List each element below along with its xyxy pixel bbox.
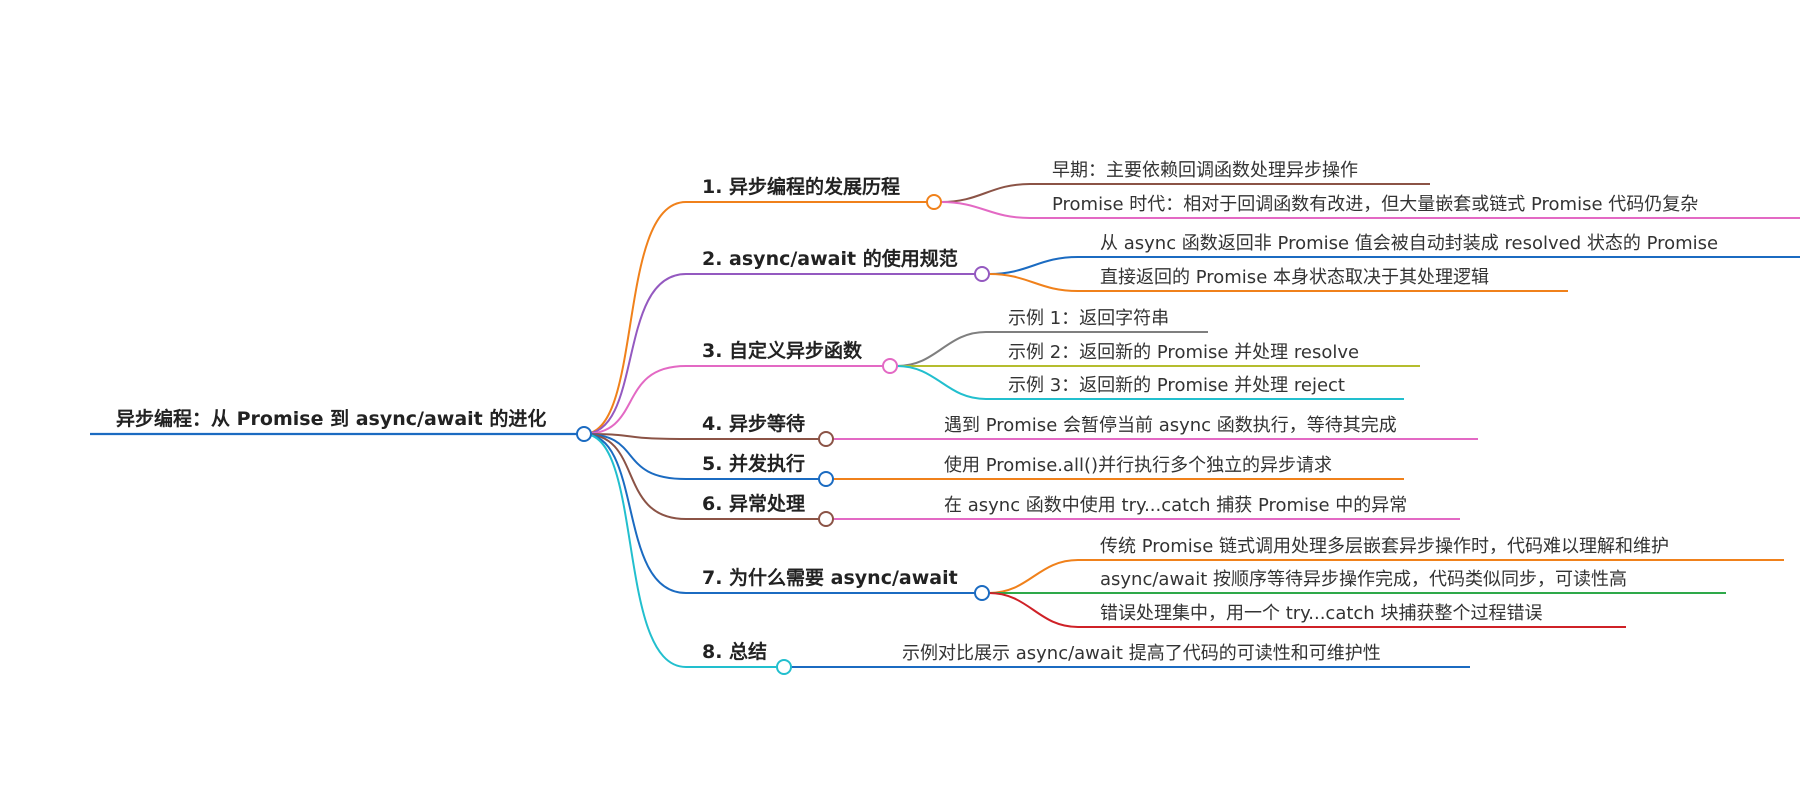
leaf-topic[interactable]: 示例 2：返回新的 Promise 并处理 resolve — [1008, 342, 1359, 363]
leaf-connector — [896, 331, 1208, 367]
leaf-connector — [988, 592, 1626, 628]
collapse-toggle-icon[interactable] — [776, 659, 792, 675]
branch-topic-1[interactable]: 1. 异步编程的发展历程 — [702, 175, 900, 198]
branch-connector — [583, 273, 687, 435]
topic-nodes: 异步编程：从 Promise 到 async/await 的进化 1. 异步编程的… — [116, 160, 1718, 675]
branch-connector — [583, 433, 687, 480]
leaf-topic[interactable]: Promise 时代：相对于回调函数有改进，但大量嵌套或链式 Promise 代… — [1052, 194, 1698, 215]
branch-connector — [583, 433, 687, 668]
collapse-toggle-icon[interactable] — [818, 471, 834, 487]
branch-connector — [583, 433, 687, 594]
branch-topic-7[interactable]: 7. 为什么需要 async/await — [702, 566, 958, 589]
root-collapse-toggle-icon[interactable] — [576, 426, 592, 442]
collapse-toggle-icon[interactable] — [818, 511, 834, 527]
leaf-topic[interactable]: 示例 3：返回新的 Promise 并处理 reject — [1008, 375, 1345, 396]
collapse-toggle-icon[interactable] — [882, 358, 898, 374]
leaf-connector — [896, 365, 1404, 400]
branch-topic-4[interactable]: 4. 异步等待 — [702, 412, 805, 435]
leaf-topic[interactable]: async/await 按顺序等待异步操作完成，代码类似同步，可读性高 — [1100, 569, 1627, 590]
leaf-topic[interactable]: 传统 Promise 链式调用处理多层嵌套异步操作时，代码难以理解和维护 — [1100, 536, 1669, 557]
leaf-connector — [988, 256, 1800, 275]
leaf-connector — [988, 559, 1784, 594]
leaf-topic[interactable]: 示例 1：返回字符串 — [1008, 308, 1169, 329]
collapse-toggle-icon[interactable] — [974, 266, 990, 282]
leaf-topic[interactable]: 示例对比展示 async/await 提高了代码的可读性和可维护性 — [902, 643, 1381, 664]
leaf-topic[interactable]: 遇到 Promise 会暂停当前 async 函数执行，等待其完成 — [944, 415, 1397, 436]
leaf-topic[interactable]: 早期：主要依赖回调函数处理异步操作 — [1052, 160, 1358, 181]
branch-connector — [583, 433, 687, 440]
leaf-topic[interactable]: 使用 Promise.all()并行执行多个独立的异步请求 — [944, 455, 1332, 476]
branch-topic-3[interactable]: 3. 自定义异步函数 — [702, 339, 863, 362]
leaf-connector — [940, 201, 1800, 219]
leaf-topic[interactable]: 从 async 函数返回非 Promise 值会被自动封装成 resolved … — [1100, 233, 1718, 254]
leaf-topic[interactable]: 直接返回的 Promise 本身状态取决于其处理逻辑 — [1100, 267, 1489, 288]
root-topic[interactable]: 异步编程：从 Promise 到 async/await 的进化 — [116, 407, 546, 430]
branch-topic-6[interactable]: 6. 异常处理 — [702, 492, 805, 515]
branch-connector — [583, 365, 687, 435]
branch-topic-2[interactable]: 2. async/await 的使用规范 — [702, 247, 958, 270]
leaf-topic[interactable]: 错误处理集中，用一个 try...catch 块捕获整个过程错误 — [1100, 603, 1542, 624]
connector-lines — [90, 183, 1800, 668]
branch-connector — [583, 201, 687, 435]
leaf-connector — [988, 273, 1568, 292]
collapse-toggle-icon[interactable] — [818, 431, 834, 447]
leaf-topic[interactable]: 在 async 函数中使用 try...catch 捕获 Promise 中的异… — [944, 495, 1407, 516]
branch-connector — [583, 433, 687, 520]
leaf-connector — [940, 183, 1430, 203]
collapse-toggle-icon[interactable] — [926, 194, 942, 210]
collapse-toggle-icon[interactable] — [974, 585, 990, 601]
branch-topic-8[interactable]: 8. 总结 — [702, 640, 767, 663]
branch-topic-5[interactable]: 5. 并发执行 — [702, 452, 805, 475]
